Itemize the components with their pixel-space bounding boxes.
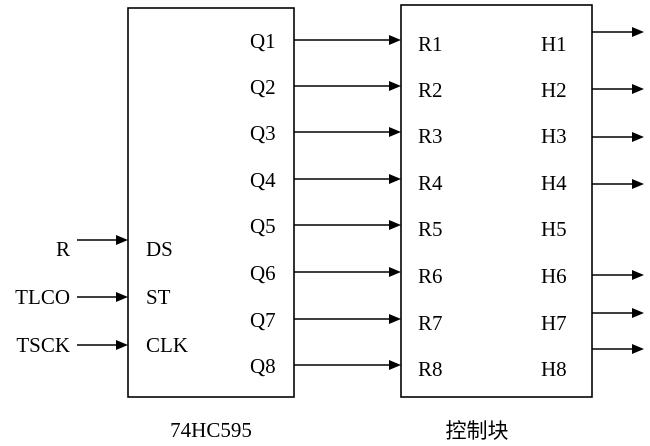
- arrowhead-q1: [389, 35, 401, 45]
- pin-label-r1: R1: [418, 32, 443, 56]
- pin-label-st: ST: [146, 285, 171, 309]
- pin-label-clk: CLK: [146, 333, 188, 357]
- arrowhead-out-6: [632, 308, 644, 318]
- pin-label-h8: H8: [541, 357, 567, 381]
- pin-label-r7: R7: [418, 311, 443, 335]
- arrowhead-out-2: [632, 84, 644, 94]
- pin-label-q4: Q4: [250, 168, 276, 192]
- pin-label-q2: Q2: [250, 75, 276, 99]
- pin-label-q5: Q5: [250, 214, 276, 238]
- arrowhead-q6: [389, 267, 401, 277]
- pin-label-h6: H6: [541, 264, 567, 288]
- arrowhead-r: [116, 235, 128, 245]
- arrowhead-q7: [389, 314, 401, 324]
- arrowhead-out-3: [632, 132, 644, 142]
- pin-label-q3: Q3: [250, 121, 276, 145]
- arrowhead-out-1: [632, 27, 644, 37]
- signal-label-r: R: [56, 237, 70, 261]
- pin-label-r6: R6: [418, 264, 443, 288]
- control-block-output-arrows: [592, 27, 644, 354]
- chip-left-pins: DS ST CLK: [146, 237, 188, 357]
- input-signals: R TLCO TSCK: [15, 235, 128, 357]
- control-block-r-inputs: R1 R2 R3 R4 R5 R6 R7 R8: [418, 32, 443, 381]
- signal-label-tsck: TSCK: [16, 333, 70, 357]
- signal-label-tlco: TLCO: [15, 285, 70, 309]
- pin-label-q8: Q8: [250, 354, 276, 378]
- pin-label-h2: H2: [541, 78, 567, 102]
- control-block-box: [400, 4, 593, 398]
- arrowhead-out-5: [632, 270, 644, 280]
- pin-label-r4: R4: [418, 171, 443, 195]
- q-to-r-wires: [294, 35, 401, 370]
- arrowhead-out-4: [632, 179, 644, 189]
- arrowhead-tlco: [116, 292, 128, 302]
- arrowhead-q4: [389, 174, 401, 184]
- pin-label-q7: Q7: [250, 308, 276, 332]
- pin-label-r2: R2: [418, 78, 443, 102]
- arrowhead-q2: [389, 81, 401, 91]
- chip-74hc595-box: [127, 7, 295, 398]
- control-block-name-label: 控制块: [446, 419, 509, 443]
- pin-label-q6: Q6: [250, 261, 276, 285]
- pin-label-h5: H5: [541, 217, 567, 241]
- pin-label-h4: H4: [541, 171, 567, 195]
- pin-label-ds: DS: [146, 237, 173, 261]
- chip-name-label: 74HC595: [170, 418, 252, 442]
- control-block-h-outputs: H1 H2 H3 H4 H5 H6 H7 H8: [541, 32, 567, 381]
- pin-label-r3: R3: [418, 124, 443, 148]
- pin-label-h1: H1: [541, 32, 567, 56]
- pin-label-r5: R5: [418, 217, 443, 241]
- pin-label-q1: Q1: [250, 29, 276, 53]
- chip-q-outputs: Q1 Q2 Q3 Q4 Q5 Q6 Q7 Q8: [250, 29, 276, 378]
- pin-label-r8: R8: [418, 357, 443, 381]
- arrowhead-out-7: [632, 344, 644, 354]
- arrowhead-q8: [389, 360, 401, 370]
- arrowhead-q3: [389, 127, 401, 137]
- arrowhead-q5: [389, 220, 401, 230]
- pin-label-h3: H3: [541, 124, 567, 148]
- pin-label-h7: H7: [541, 311, 567, 335]
- arrowhead-tsck: [116, 340, 128, 350]
